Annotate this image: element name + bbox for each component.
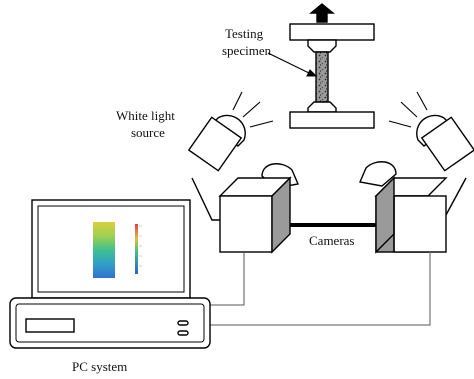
testing-specimen (315, 51, 329, 103)
pc-monitor (31, 199, 191, 299)
testing-specimen-label-line2: specimen (222, 43, 272, 58)
testing-specimen-label-line1: Testing (225, 26, 264, 41)
right-camera (359, 161, 448, 254)
white-light-label-line2: source (131, 125, 165, 140)
upper-crosshead (289, 23, 375, 41)
left-camera (218, 163, 299, 254)
power-indicator-top (177, 320, 189, 326)
left-light-arm (191, 177, 222, 221)
cameras-label: Cameras (309, 233, 354, 248)
power-indicator-bottom (177, 330, 189, 336)
left-light-source (187, 114, 246, 172)
lower-crosshead (289, 111, 375, 129)
left-light-rays-icon (232, 91, 274, 128)
lower-grip (307, 101, 337, 113)
pc-base-unit (9, 297, 211, 349)
right-light-rays-icon (388, 91, 428, 128)
white-light-label-line1: White light (116, 108, 175, 123)
disk-drive-slot (25, 318, 75, 333)
right-camera-lens (359, 161, 397, 187)
pc-system-label: PC system (72, 359, 127, 374)
camera-cables (210, 252, 431, 326)
specimen-pointer-arrow (267, 52, 318, 77)
upper-grip (307, 39, 337, 53)
right-light-source (416, 114, 474, 172)
strain-colorbar (135, 224, 138, 274)
strain-field-plot (93, 222, 115, 278)
arrow-up-icon (309, 3, 335, 23)
testing-machine (289, 3, 375, 129)
